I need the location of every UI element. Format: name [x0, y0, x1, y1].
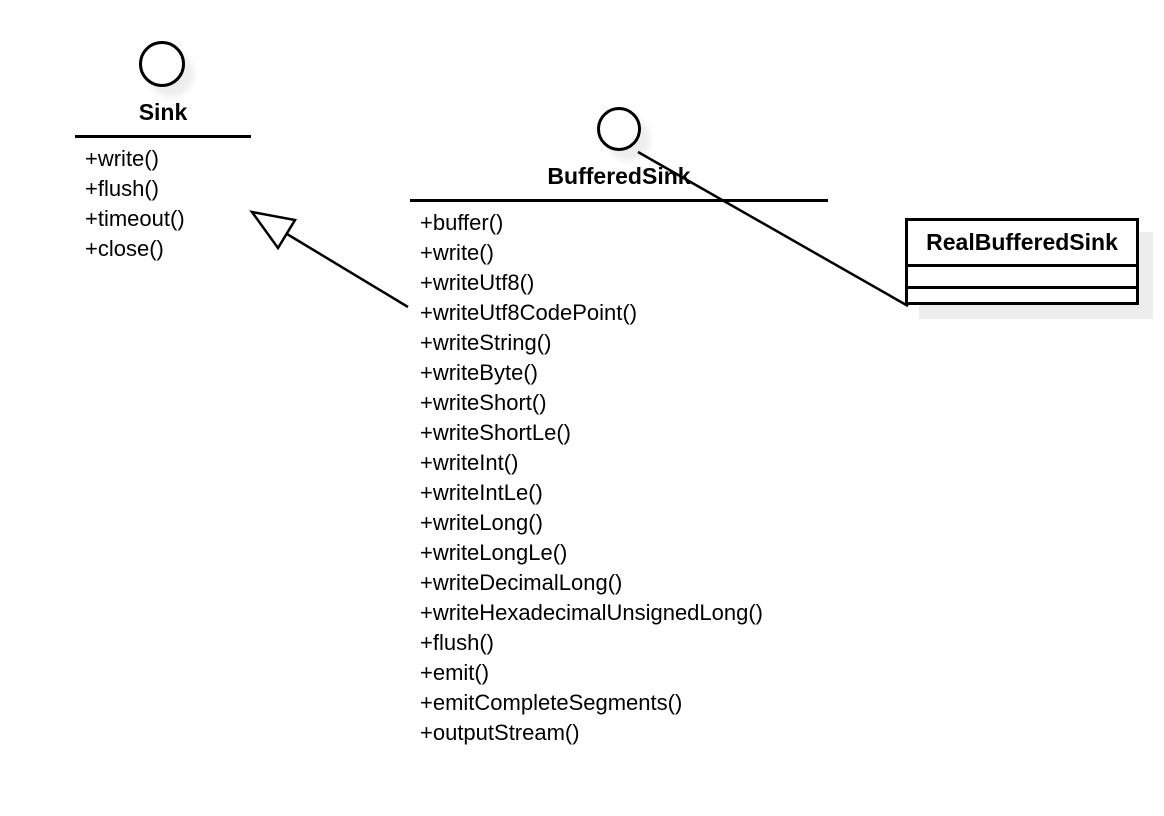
interface-circle-icon [139, 41, 185, 87]
method-item: +emitCompleteSegments() [420, 690, 683, 715]
method-item: +writeShort() [420, 390, 547, 415]
method-item: +writeIntLe() [420, 480, 543, 505]
method-item: +writeLongLe() [420, 540, 568, 565]
class-attributes-compartment [908, 264, 1136, 286]
generalization-line-bufferedsink-sink [286, 232, 409, 309]
class-name: RealBufferedSink [926, 229, 1118, 255]
generalization-arrowhead-icon [249, 210, 298, 251]
method-item: +write() [420, 240, 494, 265]
method-item: +outputStream() [420, 720, 580, 745]
method-item: +writeUtf8() [420, 270, 535, 295]
method-item: +writeDecimalLong() [420, 570, 623, 595]
interface-separator-line [75, 135, 251, 138]
method-item: +flush() [420, 630, 494, 655]
method-item: +emit() [420, 660, 490, 685]
class-operations-compartment [908, 286, 1136, 302]
class-realbufferedsink: RealBufferedSink [905, 218, 1139, 305]
method-item: +writeHexadecimalUnsignedLong() [420, 600, 764, 625]
method-item: +write() [85, 146, 159, 171]
interface-separator-line [410, 199, 828, 202]
method-item: +writeInt() [420, 450, 519, 475]
method-item: +writeByte() [420, 360, 538, 385]
method-item: +writeLong() [420, 510, 543, 535]
method-item: +writeString() [420, 330, 552, 355]
method-item: +flush() [85, 176, 159, 201]
interface-method-list: +buffer() +write() +writeUtf8() +writeUt… [420, 208, 763, 748]
method-item: +timeout() [85, 206, 185, 231]
interface-name: Sink [138, 99, 188, 125]
interface-circle-icon [597, 107, 641, 151]
interface-method-list: +write() +flush() +timeout() +close() [85, 144, 185, 264]
interface-name: BufferedSink [547, 163, 691, 189]
method-item: +writeUtf8CodePoint() [420, 300, 638, 325]
method-item: +close() [85, 236, 164, 261]
method-item: +buffer() [420, 210, 504, 235]
method-item: +writeShortLe() [420, 420, 572, 445]
